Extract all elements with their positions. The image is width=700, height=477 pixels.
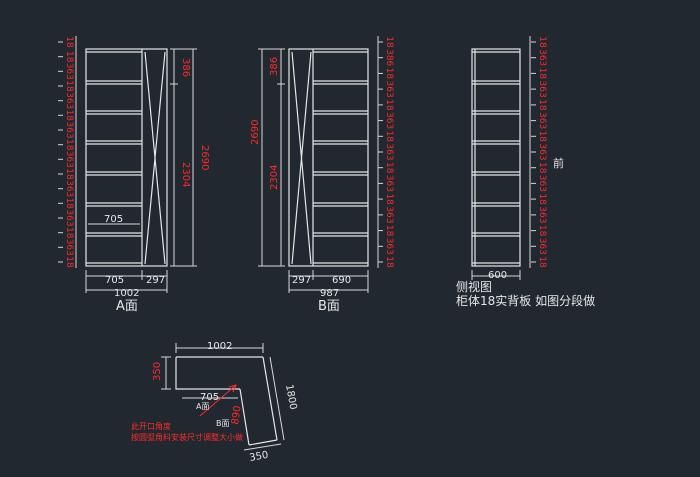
- stack-dim-label: 363: [384, 112, 394, 129]
- stack-dim-label: 363: [384, 175, 394, 192]
- plan-inner-leg: [239, 388, 250, 446]
- plan-bottom-edge: [248, 439, 278, 446]
- plan-outline: [175, 357, 240, 390]
- stack-dim-label: 18: [384, 131, 394, 143]
- panel-b-caption: B面: [318, 299, 340, 314]
- stack-dim-label: 363: [64, 209, 74, 226]
- panel-b-dim-inner-height: 2304: [269, 165, 280, 190]
- panel-b-dim-right: 690: [332, 275, 351, 286]
- plan-note-line-1: 此开口角度: [131, 421, 171, 431]
- stack-dim-label: 363: [64, 121, 74, 138]
- panel-b-outline: [288, 48, 369, 267]
- stack-dim-label: 18: [384, 225, 394, 237]
- plan-arrow: [199, 384, 237, 417]
- panel-a-dim-top-gap: 386: [180, 58, 191, 77]
- stack-dim-label: 18: [537, 193, 547, 205]
- panel-b-dim-left: 297: [292, 275, 311, 286]
- panel-a-caption: A面: [116, 299, 138, 314]
- stack-dim-label: 18: [537, 131, 547, 143]
- stack-dim-label: 18: [384, 99, 394, 111]
- plan-view: [175, 356, 278, 446]
- panel-a-dim-right: 297: [146, 275, 165, 286]
- side-view-front-label: 前: [553, 156, 564, 170]
- stack-dim-label: 18: [384, 256, 394, 268]
- side-view: [471, 48, 521, 267]
- stack-dim-label: 18: [64, 80, 74, 92]
- panel-b-bottom-dims: [288, 270, 369, 293]
- plan-dim-right: 1800: [283, 384, 298, 411]
- stack-dim-label: 18: [537, 225, 547, 237]
- panel-b-dim-full-height: 2690: [250, 120, 261, 145]
- stack-dim-label: 386: [384, 49, 394, 66]
- stack-dim-label: 18: [64, 139, 74, 151]
- stack-dim-label: 363: [537, 81, 547, 98]
- stack-dim-label: 363: [64, 151, 74, 168]
- plan-dims: [161, 343, 285, 451]
- side-view-dim-depth: 600: [488, 270, 507, 281]
- stack-dim-label: 18: [64, 256, 74, 268]
- stack-dim-label: 18: [384, 36, 394, 48]
- stack-dim-label: 363: [384, 206, 394, 223]
- stack-dim-label: 363: [537, 112, 547, 129]
- stack-dim-label: 363: [537, 175, 547, 192]
- plan-label-b: B面: [216, 419, 230, 428]
- panel-a-dim-full-height: 2690: [199, 145, 210, 170]
- panel-a-bottom-dims: [85, 270, 168, 293]
- stack-dim-label: 18: [64, 110, 74, 122]
- stack-dim-label: 363: [64, 92, 74, 109]
- plan-dim-left: 350: [152, 362, 163, 381]
- stack-dim-label: 18: [384, 68, 394, 80]
- plan-dim-top: 1002: [207, 341, 232, 352]
- side-view-bottom-dim: [471, 270, 521, 280]
- stack-dim-label: 18: [64, 36, 74, 48]
- stack-dim-label: 18: [537, 162, 547, 174]
- plan-dim-inner: 705: [200, 392, 219, 403]
- stack-dim-label: 363: [384, 81, 394, 98]
- panel-a-dim-left: 705: [105, 275, 124, 286]
- panel-b-cross-2: [291, 51, 312, 265]
- plan-label-a: A面: [196, 402, 209, 411]
- side-view-note: 柜体18实背板 如图分段做: [456, 293, 595, 308]
- stack-dim-label: 18: [64, 168, 74, 180]
- panel-b: [288, 48, 369, 267]
- stack-dim-label: 363: [64, 239, 74, 256]
- plan-dim-bottom: 350: [249, 450, 270, 464]
- stack-dim-label: 18: [537, 99, 547, 111]
- stack-dim-label: 18: [384, 193, 394, 205]
- panel-a-right-dims: [170, 48, 197, 267]
- stack-dim-label: 18: [537, 256, 547, 268]
- side-view-caption: 侧视图: [456, 279, 492, 294]
- stack-dim-label: 18: [64, 227, 74, 239]
- stack-dim-label: 363: [537, 49, 547, 66]
- stack-dim-label: 18: [537, 68, 547, 80]
- side-view-outline: [471, 48, 521, 267]
- panel-a-dim-total: 1002: [114, 288, 139, 299]
- stack-dim-label: 18: [64, 198, 74, 210]
- plan-right-edge: [262, 356, 278, 441]
- stack-dim-label: 18: [537, 36, 547, 48]
- panel-a-dim-inner-height: 2304: [180, 162, 191, 187]
- stack-dim-label: 18: [64, 51, 74, 63]
- stack-dim-label: 363: [537, 206, 547, 223]
- panel-a-inner-dim-label: 705: [104, 214, 123, 225]
- panel-a: [85, 48, 168, 267]
- panel-a-outline: [85, 48, 168, 267]
- stack-dim-label: 363: [64, 180, 74, 197]
- plan-dim-diag: 890: [230, 405, 244, 425]
- stack-dim-label: 363: [384, 238, 394, 255]
- panel-a-cross-2: [144, 51, 166, 265]
- panel-b-dim-top-gap: 386: [269, 57, 280, 76]
- panel-b-dim-total: 987: [320, 288, 339, 299]
- stack-dim-label: 363: [64, 63, 74, 80]
- stack-dim-label: 363: [537, 143, 547, 160]
- panel-b-left-dims: [258, 48, 285, 267]
- stack-dim-label: 363: [384, 143, 394, 160]
- stack-dim-label: 18: [384, 162, 394, 174]
- stack-dim-label: 363: [537, 238, 547, 255]
- plan-note-line-2: 按圆弧角料安装尺寸调整大小做: [131, 432, 243, 442]
